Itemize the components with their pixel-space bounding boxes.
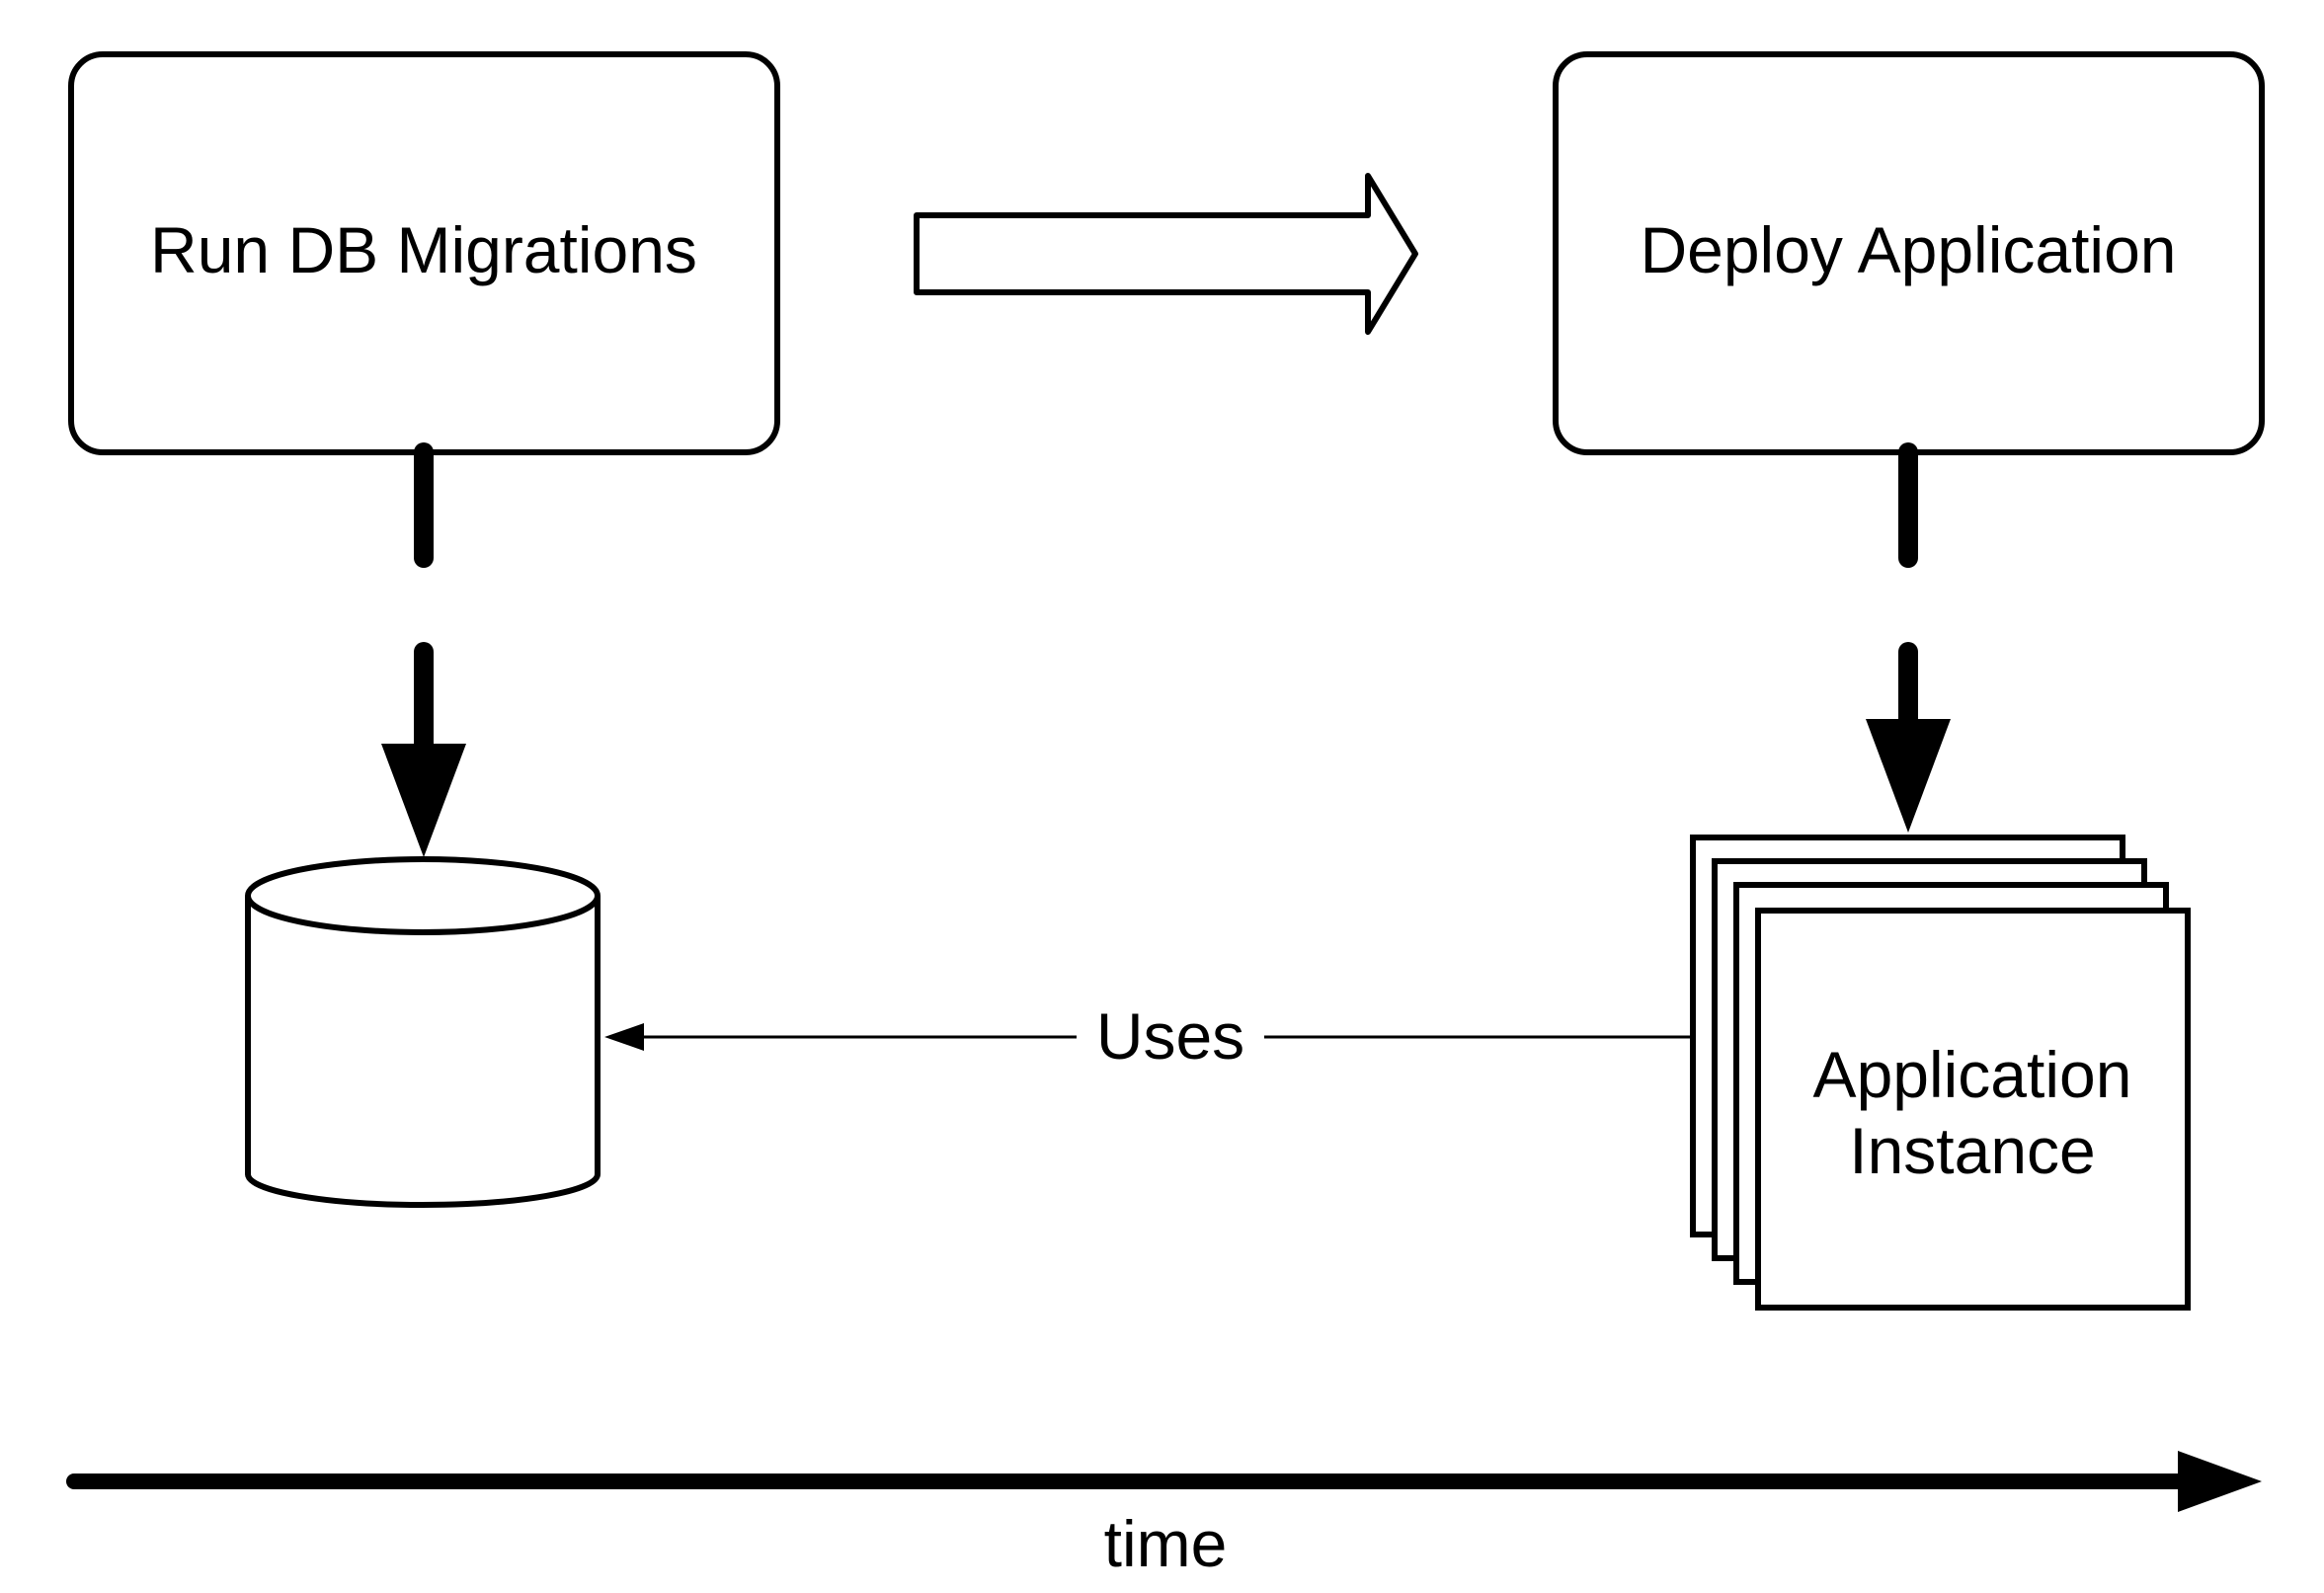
arrowhead-down-icon: [381, 744, 466, 857]
application-instance-stack: Application Instance: [1690, 835, 2191, 1311]
migrations-to-db-connector: [381, 442, 466, 857]
arrowhead-left-icon: [604, 1023, 644, 1051]
deploy-label: Deploy Application: [1640, 213, 2176, 286]
instance-label-line2: Instance: [1849, 1114, 2096, 1187]
deploy-step: Deploy Application: [1553, 51, 2265, 455]
application-instance-box: [1755, 908, 2191, 1311]
migrations-step: Run DB Migrations: [68, 51, 780, 455]
sequence-arrow-icon: [914, 173, 1418, 335]
database-cylinder-icon: [245, 856, 601, 1208]
time-label: time: [1104, 1507, 1228, 1580]
time-axis: time: [66, 1451, 2262, 1580]
deploy-to-instance-connector: [1866, 442, 1951, 833]
migrations-label: Run DB Migrations: [150, 213, 697, 286]
uses-label: Uses: [1096, 999, 1244, 1073]
arrowhead-right-icon: [2178, 1451, 2262, 1512]
instance-label-line1: Application: [1813, 1038, 2132, 1111]
uses-connector: Uses: [604, 999, 1693, 1073]
arrowhead-down-icon: [1866, 719, 1951, 833]
